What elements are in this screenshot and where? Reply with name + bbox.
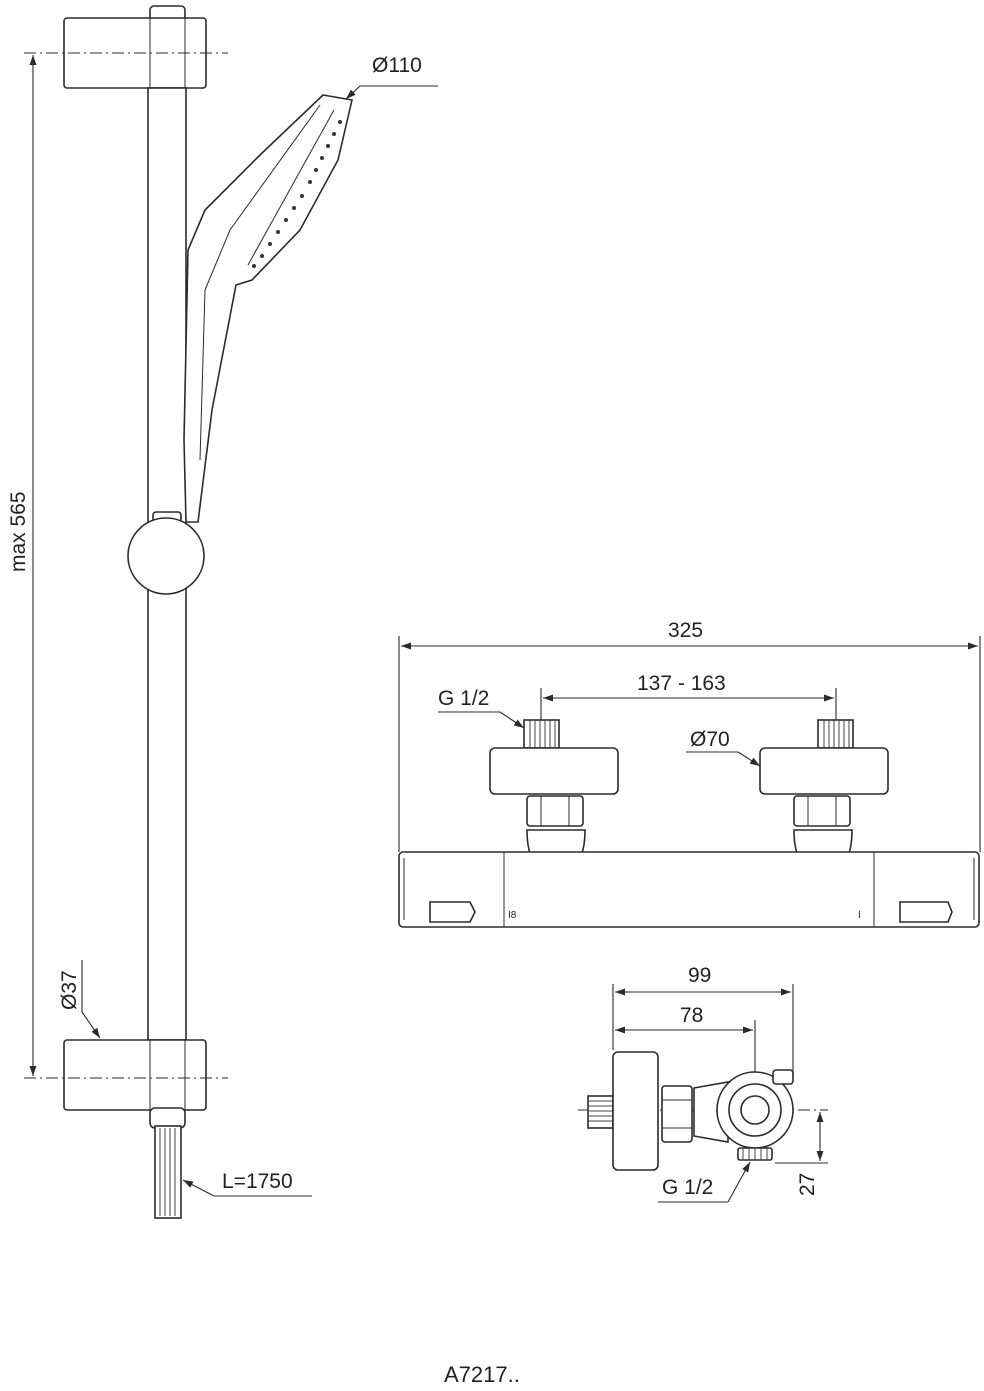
flow-handle-grip <box>899 901 953 923</box>
model-code: A7217.. <box>444 1362 520 1387</box>
side-top-nub <box>772 1069 794 1085</box>
shower-hose <box>154 1125 182 1219</box>
slider-knob <box>127 517 205 595</box>
temperature-handle-grip <box>429 901 476 923</box>
label-escutcheon-diameter: Ø70 <box>690 728 730 751</box>
rail-hose-outlet <box>149 1107 186 1129</box>
shower-rail-assembly <box>63 5 207 1219</box>
dimension-rail-length: max 565 <box>7 52 228 1079</box>
left-inlet-thread <box>523 719 560 749</box>
scale-marks-left: I8 <box>508 910 517 921</box>
mixer-body <box>398 851 980 928</box>
label-rail-length: max 565 <box>7 491 30 572</box>
label-side-depth-axis: 78 <box>680 1004 703 1027</box>
dimension-rail-diameter: Ø37 <box>58 960 101 1039</box>
side-escutcheon <box>612 1051 659 1171</box>
label-side-depth-total: 99 <box>688 964 711 987</box>
left-nut <box>526 795 584 827</box>
label-inlet-thread: G 1/2 <box>438 687 489 710</box>
mixer-front-view: 325 137 - 163 <box>398 619 981 928</box>
label-rail-diameter: Ø37 <box>58 970 81 1010</box>
mixer-side-view: 99 78 <box>578 964 828 1203</box>
hand-shower-body <box>183 94 353 523</box>
label-head-diameter: Ø110 <box>372 54 422 77</box>
shower-nozzles <box>252 120 342 268</box>
label-hose-length: L=1750 <box>222 1170 293 1193</box>
right-nut <box>793 795 851 827</box>
right-inlet-thread <box>817 719 854 749</box>
rail-bottom-bracket <box>63 1039 207 1111</box>
label-outlet-offset: 27 <box>796 1173 819 1196</box>
label-outlet-thread: G 1/2 <box>662 1176 713 1199</box>
hand-shower <box>183 94 353 523</box>
dimension-hose-length: L=1750 <box>182 1170 312 1197</box>
scale-marks-right: I <box>858 910 861 921</box>
label-inlet-spacing: 137 - 163 <box>637 672 726 695</box>
dimension-head-diameter: Ø110 <box>345 54 438 100</box>
side-nut <box>661 1085 693 1143</box>
label-mixer-width: 325 <box>668 619 703 642</box>
side-body-bore <box>740 1095 770 1125</box>
right-escutcheon <box>759 747 889 795</box>
left-escutcheon <box>489 747 619 795</box>
